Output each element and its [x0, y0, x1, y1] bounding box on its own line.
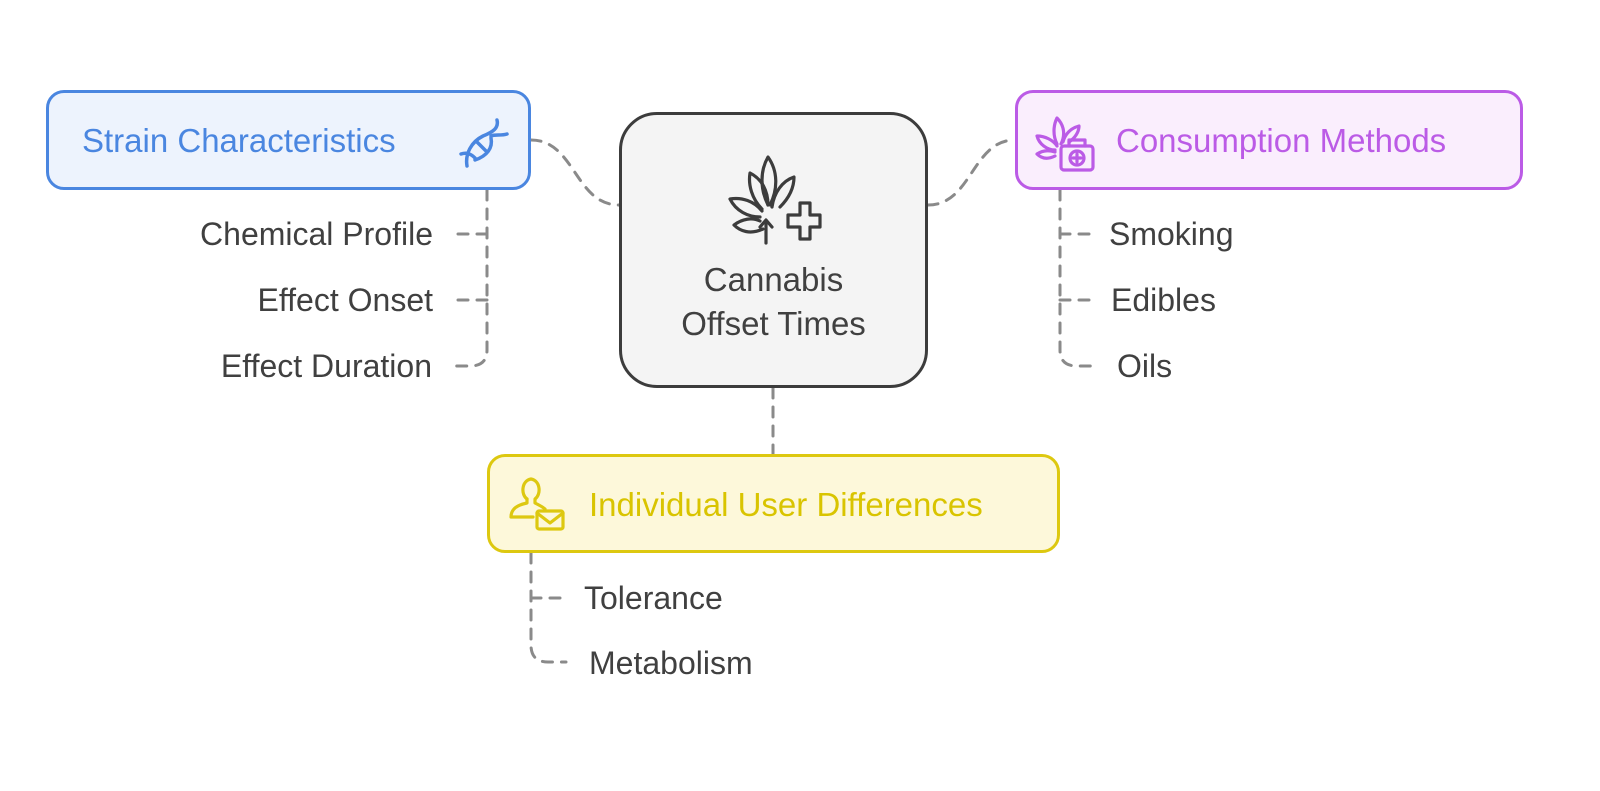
child-chemical-profile: Chemical Profile	[200, 216, 433, 252]
connector-center-strain	[529, 138, 621, 207]
child-effect-onset: Effect Onset	[257, 282, 434, 318]
branch-title: Strain Characteristics	[82, 122, 396, 159]
branch-strain-characteristics[interactable]: Strain Characteristics	[46, 90, 531, 190]
child-metabolism: Metabolism	[589, 645, 753, 681]
central-topic[interactable]: Cannabis Offset Times	[619, 112, 928, 388]
connector-center-consumption	[926, 138, 1017, 207]
connector-individual-trunk	[529, 551, 568, 664]
branch-title: Individual User Differences	[589, 486, 983, 523]
dna-icon	[459, 118, 509, 168]
branch-consumption-methods[interactable]: Consumption Methods	[1015, 90, 1523, 190]
connector-consumption-trunk	[1058, 188, 1097, 368]
child-edibles: Edibles	[1111, 282, 1216, 318]
branch-individual-user-differences[interactable]: Individual User Differences	[487, 454, 1060, 553]
child-smoking: Smoking	[1109, 216, 1234, 252]
connector-strain-trunk	[450, 188, 489, 368]
central-title-line-2: Offset Times	[681, 305, 866, 342]
child-tolerance: Tolerance	[584, 580, 723, 616]
central-title-line-1: Cannabis	[703, 261, 844, 298]
cannabis-leaf-medical-cross-icon	[728, 155, 822, 245]
child-oils: Oils	[1117, 348, 1173, 384]
child-effect-duration: Effect Duration	[220, 348, 432, 384]
cannabis-medical-kit-icon	[1035, 116, 1095, 172]
branch-title: Consumption Methods	[1116, 122, 1447, 159]
user-mail-icon	[509, 477, 565, 531]
